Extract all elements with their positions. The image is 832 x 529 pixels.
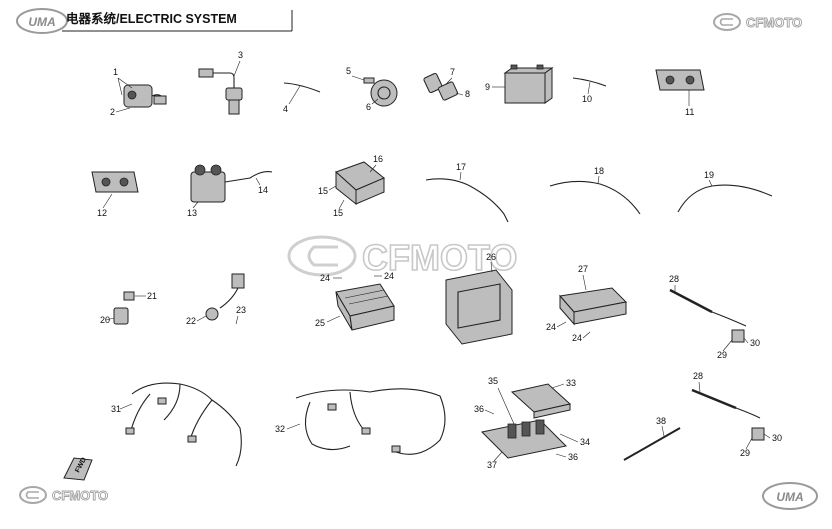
callout-8: 8 bbox=[465, 89, 470, 99]
horn-part: 5 6 bbox=[346, 66, 398, 112]
callout-24-ecu-right: 24 bbox=[572, 333, 582, 343]
connector-part: 7 8 bbox=[423, 67, 470, 101]
flasher-relay-part: 20 21 bbox=[100, 291, 157, 325]
uma-logo-text: UMA bbox=[28, 15, 55, 29]
ecu-part: 27 24 24 bbox=[546, 264, 628, 343]
o2-sensor-part-bottom: 28 29 30 bbox=[691, 371, 782, 458]
callout-9: 9 bbox=[485, 82, 490, 92]
callout-21: 21 bbox=[147, 291, 157, 301]
cable-part-17: 17 bbox=[425, 162, 509, 223]
callout-29-bottom: 29 bbox=[740, 448, 750, 458]
callout-37: 37 bbox=[487, 460, 497, 470]
starter-relay-part: 3 bbox=[198, 50, 243, 115]
callout-29-top: 29 bbox=[717, 350, 727, 360]
callout-24-left: 24 bbox=[320, 273, 330, 283]
wire-harness-part-32: 32 bbox=[275, 388, 446, 455]
callout-22: 22 bbox=[186, 316, 196, 326]
callout-7: 7 bbox=[450, 67, 455, 77]
handlebar-switch-part-11: 11 bbox=[655, 69, 705, 117]
callout-3: 3 bbox=[238, 50, 243, 60]
callout-15-bottom: 15 bbox=[333, 208, 343, 218]
wire-harness-part-31: 31 bbox=[111, 382, 242, 467]
callout-30-bottom: 30 bbox=[772, 433, 782, 443]
callout-26: 26 bbox=[486, 252, 496, 262]
callout-24-ecu-left: 24 bbox=[546, 322, 556, 332]
callout-6: 6 bbox=[366, 102, 371, 112]
callout-14: 14 bbox=[258, 185, 268, 195]
speed-sensor-part: 22 23 bbox=[186, 273, 246, 326]
callout-36-left: 36 bbox=[474, 404, 484, 414]
callout-18: 18 bbox=[594, 166, 604, 176]
callout-19: 19 bbox=[704, 170, 714, 180]
uma-logo-bottom: UMA bbox=[762, 482, 818, 510]
callout-34: 34 bbox=[580, 437, 590, 447]
callout-23: 23 bbox=[236, 305, 246, 315]
callout-5: 5 bbox=[346, 66, 351, 76]
callout-24-right: 24 bbox=[384, 271, 394, 281]
callout-28-bottom: 28 bbox=[693, 371, 703, 381]
callout-27: 27 bbox=[578, 264, 588, 274]
cable-part-19: 19 bbox=[677, 170, 773, 213]
callout-38: 38 bbox=[656, 416, 666, 426]
callout-10: 10 bbox=[582, 94, 592, 104]
callout-28-top: 28 bbox=[669, 274, 679, 284]
fuse-box-part: 33 35 36 34 36 37 bbox=[474, 376, 590, 470]
callout-11: 11 bbox=[685, 107, 694, 117]
o2-sensor-part-top: 28 29 30 bbox=[669, 274, 760, 360]
wire-part-10: 10 bbox=[572, 77, 607, 104]
callout-25: 25 bbox=[315, 318, 325, 328]
starter-relay-block-part: 13 14 bbox=[187, 164, 273, 218]
handlebar-switch-part-12: 12 bbox=[91, 171, 139, 218]
callout-4: 4 bbox=[283, 104, 288, 114]
cfmoto-logo-bottom: CFMOTO bbox=[19, 486, 109, 504]
callout-30-top: 30 bbox=[750, 338, 760, 348]
fwd-direction-marker: FWD bbox=[63, 457, 93, 481]
callout-16: 16 bbox=[373, 154, 383, 164]
callout-15-top: 15 bbox=[318, 186, 328, 196]
callout-36-right: 36 bbox=[568, 452, 578, 462]
cfmoto-logo-text: CFMOTO bbox=[746, 15, 802, 30]
cfmoto-logo-top: CFMOTO bbox=[713, 13, 803, 31]
ignition-switch-part: 1 2 bbox=[110, 67, 167, 117]
cable-part-18: 18 bbox=[549, 166, 641, 215]
callout-12: 12 bbox=[97, 208, 107, 218]
callout-31: 31 bbox=[111, 404, 121, 414]
callout-1: 1 bbox=[113, 67, 118, 77]
bracket-part-26: 26 bbox=[445, 252, 513, 345]
callout-13: 13 bbox=[187, 208, 197, 218]
callout-2: 2 bbox=[110, 107, 115, 117]
cdi-unit-part: 16 15 15 bbox=[318, 154, 385, 218]
page-title: 电器系统/ELECTRIC SYSTEM bbox=[66, 11, 237, 26]
wire-part-4: 4 bbox=[283, 82, 321, 114]
callout-35: 35 bbox=[488, 376, 498, 386]
callout-20: 20 bbox=[100, 315, 110, 325]
cable-part-38: 38 bbox=[623, 416, 681, 461]
uma-logo-bottom-text: UMA bbox=[776, 490, 803, 504]
callout-33: 33 bbox=[566, 378, 576, 388]
uma-logo-top: UMA bbox=[16, 8, 68, 34]
voltage-regulator-part: 24 24 25 bbox=[315, 271, 395, 331]
battery-part: 9 bbox=[485, 64, 554, 104]
cfmoto-watermark: CFMOTO bbox=[287, 235, 518, 279]
callout-32: 32 bbox=[275, 424, 285, 434]
cfmoto-logo-bottom-text: CFMOTO bbox=[52, 488, 108, 503]
callout-17: 17 bbox=[456, 162, 466, 172]
